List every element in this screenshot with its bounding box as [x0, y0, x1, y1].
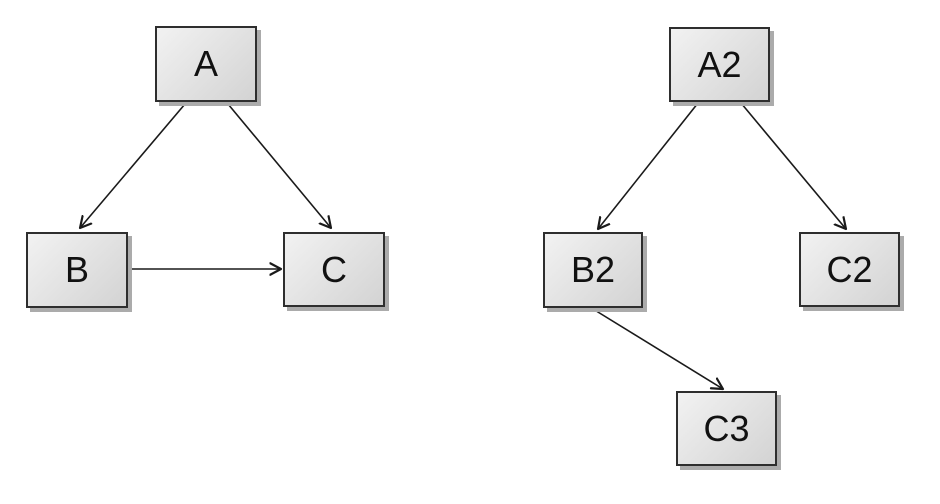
edge-A-B[interactable] — [80, 103, 186, 228]
node-label-C: C — [321, 248, 347, 290]
node-label-C2: C2 — [826, 248, 873, 290]
edge-A2-B2[interactable] — [598, 102, 699, 229]
node-label-A: A — [193, 43, 218, 84]
node-C[interactable]: C — [283, 232, 385, 307]
edge-B2-C3[interactable] — [592, 308, 723, 389]
node-label-C3: C3 — [703, 407, 750, 449]
node-A[interactable]: A — [155, 26, 257, 102]
node-label-B2: B2 — [570, 249, 616, 290]
node-B[interactable]: B — [26, 232, 128, 308]
edge-A2-C2[interactable] — [740, 102, 846, 229]
node-B2[interactable]: B2 — [543, 232, 643, 308]
node-C2[interactable]: C2 — [799, 232, 900, 307]
node-label-A2: A2 — [697, 43, 742, 85]
node-C3[interactable]: C3 — [676, 391, 777, 466]
node-label-B: B — [64, 249, 89, 290]
edge-A-C[interactable] — [227, 103, 331, 228]
node-A2[interactable]: A2 — [669, 27, 770, 102]
